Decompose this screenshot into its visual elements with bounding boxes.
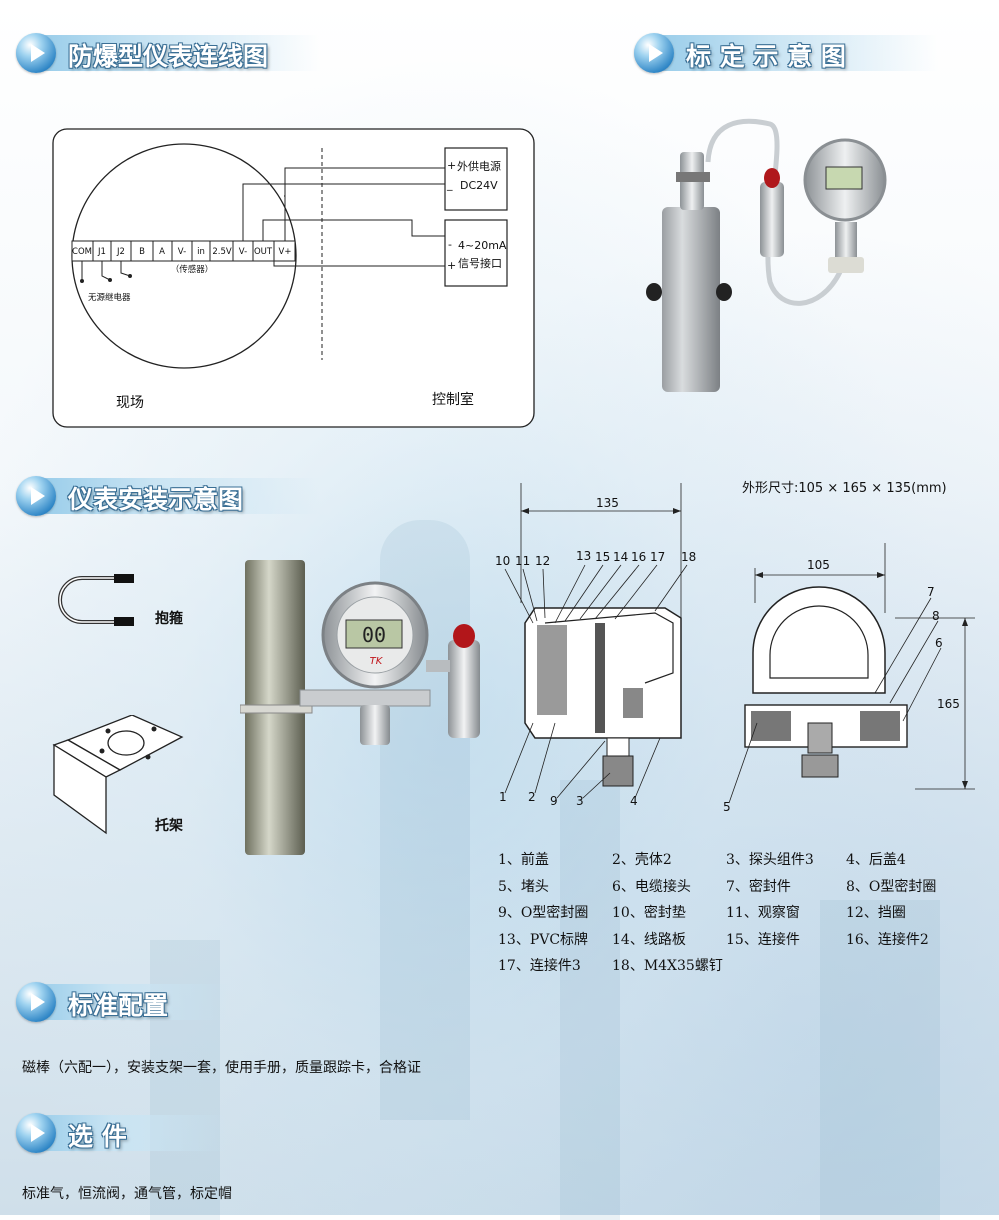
terminal-vminus: V-: [178, 247, 186, 257]
section-title: 防爆型仪表连线图: [68, 42, 269, 71]
power-label: 外供电源: [457, 159, 501, 173]
legend-row: 5、堵头 6、电缆接头 7、密封件 8、O型密封圈: [498, 873, 978, 900]
standard-config-text: 磁棒（六配一），安装支架一套，使用手册，质量跟踪卡，合格证: [22, 1060, 421, 1076]
signal-label: 信号接口: [458, 257, 502, 270]
dim-165: 165: [937, 697, 960, 711]
legend-item: 18、M4X35螺钉: [612, 958, 723, 975]
legend-item: 13、PVC标牌: [498, 931, 589, 948]
section-header-standard: 标准配置: [0, 982, 230, 1022]
signal-minus: -: [448, 238, 452, 251]
legend-item: 4、后盖4: [846, 852, 906, 869]
legend-item: 8、O型密封圈: [846, 878, 937, 895]
control-room-label: 控制室: [432, 391, 474, 408]
wiring-diagram: COM J1 J2 B A V- in 2.5V V- OUT V+ （传感器）…: [52, 128, 535, 428]
callout-17: 17: [650, 550, 665, 564]
section-header-options: 选 件: [0, 1113, 230, 1153]
terminal-out: OUT: [254, 247, 273, 257]
terminal-in: in: [197, 247, 205, 257]
parts-legend: 1、前盖 2、壳体2 3、探头组件3 4、后盖4 5、堵头 6、电缆接头 7、密…: [498, 846, 978, 979]
legend-item: 17、连接件3: [498, 958, 581, 975]
options-text: 标准气，恒流阀，通气管，标定帽: [22, 1186, 232, 1202]
legend-item: 1、前盖: [498, 852, 549, 869]
terminal-b: B: [139, 247, 145, 257]
callout-2: 2: [528, 790, 536, 804]
callout-12: 12: [535, 554, 550, 568]
callout-13: 13: [576, 549, 591, 563]
legend-row: 17、连接件3 18、M4X35螺钉: [498, 952, 978, 979]
section-header-calibration: 标 定 示 意 图: [618, 33, 938, 73]
power-minus: _: [446, 178, 453, 191]
relay-label: 无源继电器: [88, 292, 131, 303]
legend-item: 12、挡圈: [846, 905, 906, 922]
dimensions-caption: 外形尺寸:105 × 165 × 135(mm): [742, 481, 947, 496]
dim-105: 105: [807, 558, 830, 572]
callout-5: 5: [723, 800, 731, 814]
field-label: 现场: [116, 395, 144, 411]
terminal-vplus: V+: [279, 247, 292, 257]
display-value: 00: [362, 623, 386, 647]
legend-item: 14、线路板: [612, 931, 686, 948]
callouts-side: 7 8 6 5: [723, 585, 943, 814]
arrow-icon: [16, 33, 56, 73]
legend-item: 7、密封件: [726, 878, 791, 895]
arrow-icon: [16, 476, 56, 516]
power-plus: +: [447, 159, 456, 172]
callout-7: 7: [927, 585, 935, 599]
bracket-label: 托架: [155, 818, 183, 834]
signal-range: 4~20mA: [458, 239, 507, 252]
tk-logo: TK: [370, 656, 384, 667]
section-header-wiring: 防爆型仪表连线图: [0, 33, 320, 73]
legend-item: 2、壳体2: [612, 852, 672, 869]
terminal-2-5v: 2.5V: [212, 247, 232, 257]
arrow-icon: [16, 982, 56, 1022]
callout-18: 18: [681, 550, 696, 564]
legend-row: 1、前盖 2、壳体2 3、探头组件3 4、后盖4: [498, 846, 978, 873]
callout-9: 9: [550, 794, 558, 808]
section-title: 标 定 示 意 图: [686, 42, 846, 71]
technical-drawing: 135 10 11 12 13 15 14 16 17 18 1: [495, 483, 975, 814]
callout-14: 14: [613, 550, 628, 564]
callout-1: 1: [499, 790, 507, 804]
section-title: 选 件: [68, 1122, 127, 1151]
callout-11: 11: [515, 554, 530, 568]
terminal-j1: J1: [97, 247, 106, 257]
callout-8: 8: [932, 609, 940, 623]
power-voltage: DC24V: [460, 179, 498, 192]
arrow-icon: [16, 1113, 56, 1153]
legend-row: 13、PVC标牌 14、线路板 15、连接件 16、连接件2: [498, 926, 978, 953]
legend-item: 9、O型密封圈: [498, 905, 589, 922]
signal-plus: +: [447, 259, 456, 272]
terminal-a: A: [159, 247, 165, 257]
legend-item: 10、密封垫: [612, 905, 686, 922]
u-bolt-label: 抱箍: [155, 611, 183, 627]
callout-16: 16: [631, 550, 646, 564]
terminal-j2: J2: [116, 247, 125, 257]
callout-6: 6: [935, 636, 943, 650]
callouts-bottom: 1 2 9 3 4: [499, 790, 638, 808]
calibration-photo: [646, 118, 887, 392]
arrow-icon: [634, 33, 674, 73]
callout-3: 3: [576, 794, 584, 808]
bracket-drawing: [52, 715, 184, 835]
section-title: 仪表安装示意图: [68, 485, 244, 514]
callout-10: 10: [495, 554, 510, 568]
section-header-install: 仪表安装示意图: [0, 476, 320, 516]
section-title: 标准配置: [68, 991, 169, 1020]
callout-15: 15: [595, 550, 610, 564]
sensor-label: （传感器）: [171, 264, 214, 275]
legend-item: 15、连接件: [726, 931, 800, 948]
legend-row: 9、O型密封圈 10、密封垫 11、观察窗 12、挡圈: [498, 899, 978, 926]
callout-4: 4: [630, 794, 638, 808]
u-bolt-drawing: [58, 574, 134, 626]
terminal-vminus-2: V-: [239, 247, 247, 257]
legend-item: 3、探头组件3: [726, 852, 814, 869]
callouts-top: 10 11 12 13 15 14 16 17 18: [495, 549, 696, 568]
dim-135: 135: [596, 496, 619, 510]
legend-item: 5、堵头: [498, 878, 549, 895]
legend-item: 11、观察窗: [726, 905, 800, 922]
legend-item: 16、连接件2: [846, 931, 929, 948]
installation-photo: 00 TK: [240, 560, 480, 855]
terminal-com: COM: [72, 247, 92, 257]
legend-item: 6、电缆接头: [612, 878, 691, 895]
